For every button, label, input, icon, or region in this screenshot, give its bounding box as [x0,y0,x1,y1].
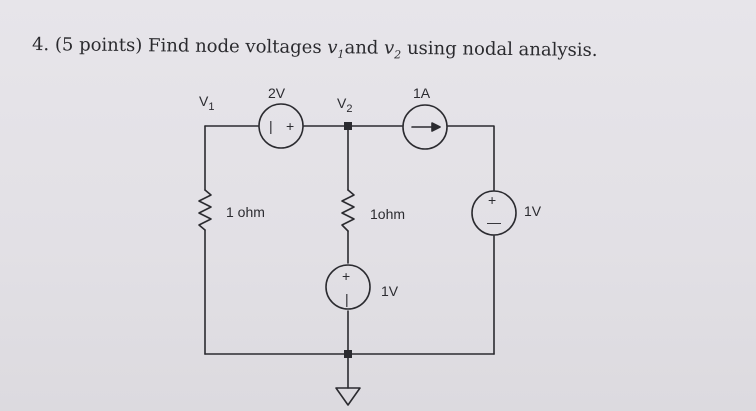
arrow-head-icon [431,122,441,132]
voltage-source-1v-middle [325,264,371,310]
label-vs-middle: 1V [381,283,399,299]
label-vs-right: 1V [524,203,542,219]
vs-right-minus: — [487,214,501,230]
resistor-left [198,189,212,231]
node-marker-bottom [344,350,352,358]
voltage-source-1v-right [471,190,517,236]
label-resistor-middle: 1ohm [370,206,405,222]
node-marker-v2 [344,122,352,130]
label-2v: 2V [268,85,286,101]
ground-symbol [335,387,361,406]
voltage-source-2v [258,103,304,149]
node-label-v2: V2 [337,95,352,115]
vs2v-plus: + [286,118,294,134]
vs-right-plus: + [488,192,496,208]
vs-mid-minus: | [345,291,349,307]
wire-top-right [447,125,495,191]
resistor-middle [341,189,355,232]
label-1a: 1A [413,85,431,101]
label-resistor-left: 1 ohm [226,204,265,220]
node-label-v1: V1 [199,93,214,113]
vs-mid-plus: + [342,268,350,284]
current-source-1a [402,104,448,150]
vs2v-minus: | [269,118,273,134]
